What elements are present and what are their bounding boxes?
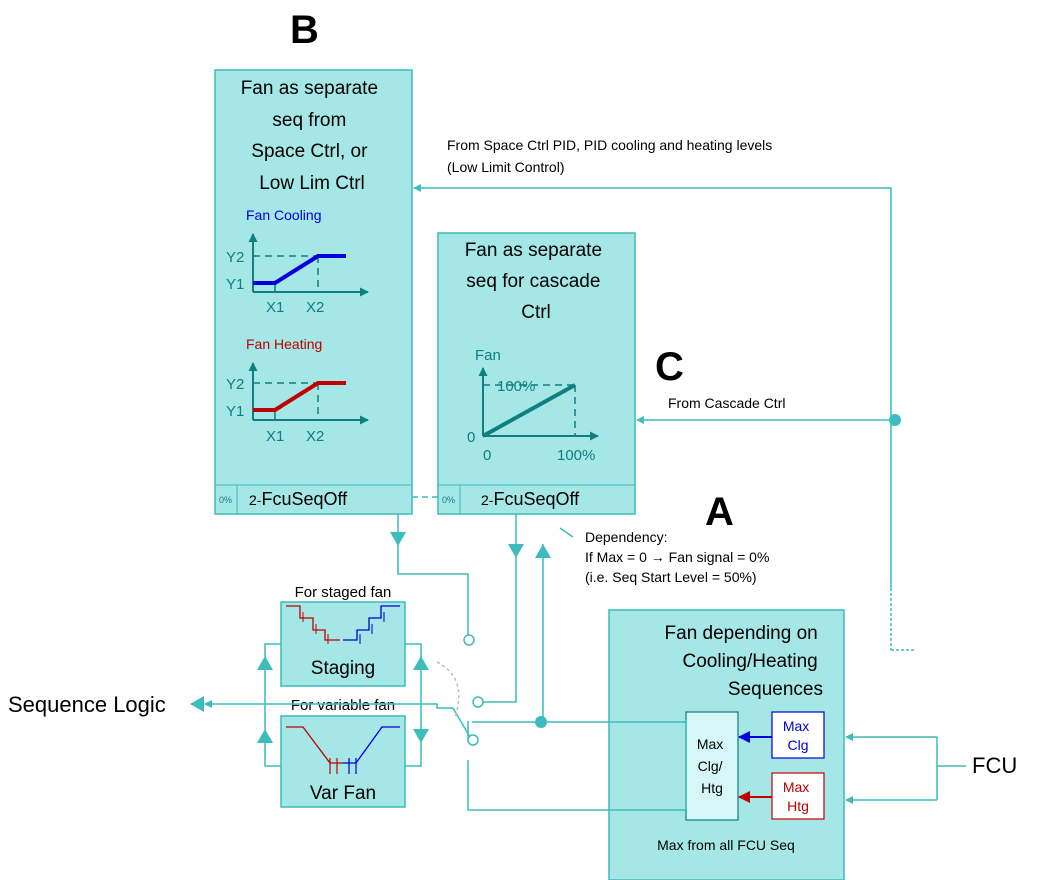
box-a-footer: Max from all FCU Seq: [657, 837, 795, 853]
flow-arrows: [190, 532, 551, 743]
max-htg-block: [771, 772, 825, 820]
cascade-fan-y-label: Fan: [475, 347, 501, 364]
box-c-footer-pct: 0%: [442, 495, 455, 505]
letter-c: C: [655, 345, 684, 389]
fan-cooling-chart: Fan Cooling Y2 Y1 X1 X2: [226, 207, 369, 316]
cascade-fan-curve: [482, 383, 576, 438]
varfan-label: Var Fan: [310, 783, 376, 804]
cooling-x2-label: X2: [306, 299, 324, 316]
heating-y1-label: Y1: [226, 403, 244, 420]
letter-b: B: [290, 8, 319, 52]
space-ctrl-annotation: From Space Ctrl PID, PID cooling and hea…: [447, 137, 776, 175]
box-b-footer-label: 2-FcuSeqOff: [249, 489, 348, 509]
fan-heating-label: Fan Heating: [246, 336, 322, 352]
cascade-annotation: From Cascade Ctrl: [668, 395, 785, 411]
fan-heating-chart: Fan Heating Y2 Y1 X1 X2: [226, 336, 369, 445]
cooling-y2-label: Y2: [226, 249, 244, 266]
box-a-title: Fan depending on Cooling/Heating Sequenc…: [665, 623, 823, 700]
max-clg-label: Max Clg: [783, 718, 813, 753]
box-a: Fan depending on Cooling/Heating Sequenc…: [608, 609, 845, 880]
heating-x2-label: X2: [306, 428, 324, 445]
box-b-footer-pct: 0%: [219, 495, 232, 505]
cascade-origin-x-label: 0: [483, 447, 491, 464]
selector-switch: [436, 634, 484, 746]
heating-y2-label: Y2: [226, 376, 244, 393]
letter-a: A: [705, 490, 734, 534]
sequence-logic-label: Sequence Logic: [8, 692, 166, 717]
dependency-annotation: Dependency: If Max = 0 → Fan signal = 0%…: [585, 529, 773, 585]
staging-block: For staged fan Staging: [280, 584, 406, 687]
heating-x1-label: X1: [266, 428, 284, 445]
max-htg-label: Max Htg: [783, 779, 813, 814]
box-b: Fan as separate seq from Space Ctrl, or …: [214, 69, 413, 515]
staging-label: Staging: [311, 658, 375, 679]
varfan-caption: For variable fan: [291, 697, 395, 714]
staging-heating-steps: [286, 605, 340, 641]
varfan-block: For variable fan Var Fan: [280, 697, 406, 808]
box-c: Fan as separate seq for cascade Ctrl Fan…: [437, 232, 636, 515]
cascade-fan-chart: Fan 100% 0 0 100%: [467, 347, 599, 464]
fan-cooling-curve: [253, 254, 346, 285]
max-clg-block: [771, 711, 825, 759]
box-b-title: Fan as separate seq from Space Ctrl, or …: [241, 78, 384, 194]
staging-cooling-steps: [343, 605, 400, 641]
box-c-footer-label: 2-FcuSeqOff: [481, 489, 580, 509]
junction-dot: [889, 414, 901, 426]
fan-cooling-label: Fan Cooling: [246, 207, 322, 223]
staging-caption: For staged fan: [295, 584, 392, 601]
max-clg-htg-block: [685, 711, 739, 821]
cooling-x1-label: X1: [266, 299, 284, 316]
cascade-y-max-label: 100%: [497, 378, 535, 395]
max-clg-htg-label: Max Clg/ Htg: [697, 736, 727, 796]
fcu-label: FCU: [972, 753, 1017, 778]
fan-heating-curve: [253, 381, 346, 412]
junction-dot: [535, 716, 547, 728]
cooling-y1-label: Y1: [226, 276, 244, 293]
cascade-origin-y-label: 0: [467, 429, 475, 446]
cascade-x-max-label: 100%: [557, 447, 595, 464]
box-c-title: Fan as separate seq for cascade Ctrl: [465, 240, 608, 323]
